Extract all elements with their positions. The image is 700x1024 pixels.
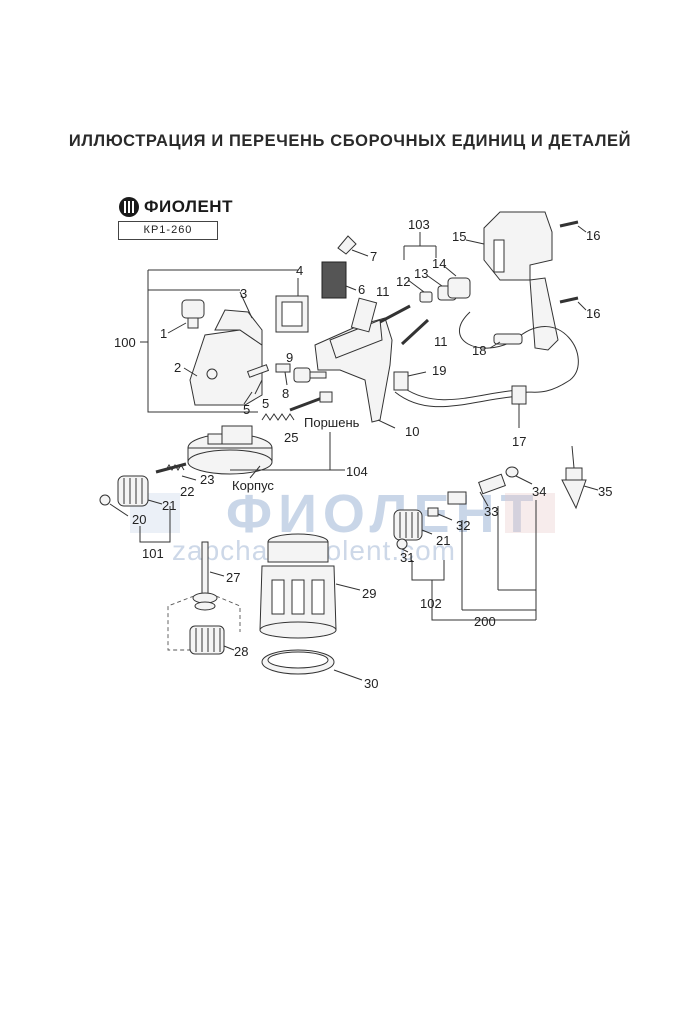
label-102: 102 — [420, 596, 442, 611]
label-28: 28 — [234, 644, 248, 659]
label-18: 18 — [472, 343, 486, 358]
label-11b: 11 — [434, 334, 448, 349]
label-22: 22 — [180, 484, 194, 499]
page-title: ИЛЛЮСТРАЦИЯ И ПЕРЕЧЕНЬ СБОРОЧНЫХ ЕДИНИЦ … — [68, 132, 632, 150]
part-15 — [465, 211, 553, 281]
label-34: 34 — [532, 484, 546, 499]
part-17 — [394, 311, 579, 428]
part-30 — [261, 649, 363, 681]
label-103: 103 — [408, 217, 430, 232]
label-14: 14 — [432, 256, 446, 271]
label-16a: 16 — [586, 228, 600, 243]
part-1 — [167, 299, 205, 334]
label-1: 1 — [160, 326, 167, 341]
part-32 — [427, 507, 453, 521]
part-29 — [259, 533, 361, 639]
label-21a: 21 — [162, 498, 176, 513]
label-29: 29 — [362, 586, 376, 601]
label-30: 30 — [364, 676, 378, 691]
label-2: 2 — [174, 360, 181, 375]
handle-lower — [529, 277, 559, 351]
brand-logo: ФИОЛЕНТ — [118, 196, 233, 218]
part-labels: 1 2 3 4 5 5 6 7 8 9 10 11 11 12 13 14 15… — [114, 217, 612, 691]
part-33 — [447, 473, 506, 507]
part-2 — [183, 309, 263, 406]
label-piston: Поршень — [304, 415, 360, 430]
part-8 — [275, 363, 291, 386]
label-32: 32 — [456, 518, 470, 533]
part-19 — [393, 371, 427, 391]
label-9: 9 — [286, 350, 293, 365]
label-12: 12 — [396, 274, 410, 289]
label-10: 10 — [405, 424, 419, 439]
label-101: 101 — [142, 546, 164, 561]
label-7: 7 — [370, 249, 377, 264]
label-body: Корпус — [232, 478, 274, 493]
parts-22-23 — [155, 462, 197, 481]
label-19: 19 — [432, 363, 446, 378]
part-16 — [559, 220, 587, 311]
label-200: 200 — [474, 614, 496, 629]
part-27 — [192, 541, 225, 611]
label-15: 15 — [452, 229, 466, 244]
part-4 — [275, 278, 309, 333]
label-8: 8 — [282, 386, 289, 401]
part-9 — [293, 367, 327, 383]
part-11 — [379, 304, 430, 346]
part-20 — [99, 494, 129, 517]
label-20: 20 — [132, 512, 146, 527]
part-34 — [505, 466, 533, 485]
part-21-right — [393, 509, 433, 541]
model-label: КР1-260 — [118, 221, 218, 240]
label-33: 33 — [484, 504, 498, 519]
label-23: 23 — [200, 472, 214, 487]
part-5 — [243, 364, 270, 405]
label-35: 35 — [598, 484, 612, 499]
label-27: 27 — [226, 570, 240, 585]
label-104: 104 — [346, 464, 368, 479]
part-21-left — [117, 475, 163, 507]
label-5a: 5 — [262, 396, 269, 411]
part-18 — [489, 333, 523, 349]
label-11a: 11 — [376, 284, 390, 299]
label-100: 100 — [114, 335, 136, 350]
label-4: 4 — [296, 263, 303, 278]
part-25 — [261, 413, 295, 421]
label-6: 6 — [358, 282, 365, 297]
label-3: 3 — [240, 286, 247, 301]
label-21b: 21 — [436, 533, 450, 548]
part-7 — [337, 235, 369, 257]
part-10 — [314, 297, 396, 429]
part-28 — [189, 625, 235, 655]
parts-12-14 — [407, 265, 471, 303]
part-6 — [321, 261, 357, 299]
piston — [289, 391, 333, 412]
part-35 — [561, 445, 599, 510]
label-13: 13 — [414, 266, 428, 281]
label-31: 31 — [400, 550, 414, 565]
watermark-logo: ФИОЛЕНТ — [226, 484, 539, 544]
part-31 — [396, 538, 409, 553]
label-16b: 16 — [586, 306, 600, 321]
body-block — [187, 425, 273, 479]
brand-name: ФИОЛЕНТ — [144, 197, 233, 216]
label-5b: 5 — [243, 402, 250, 417]
label-17: 17 — [512, 434, 526, 449]
label-25: 25 — [284, 430, 298, 445]
fiolent-logo-icon — [119, 197, 139, 217]
